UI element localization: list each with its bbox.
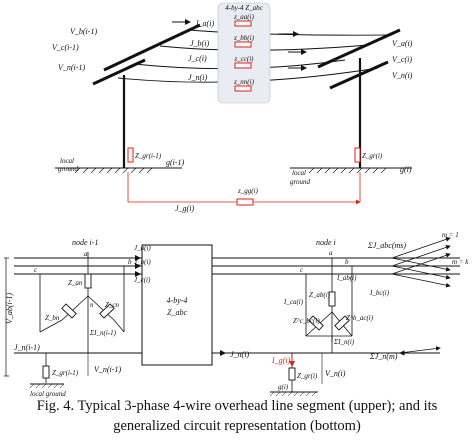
upper-overhead-line: 4-by-4 Z_abc z_aa(i) z_bb(i) z_cc(i) z_n…	[52, 2, 413, 213]
ground-resistor-right-lower	[288, 367, 296, 381]
matrix-title: 4-by-4 Z_abc	[225, 4, 263, 12]
current-jn-label: J_n(i)	[188, 73, 207, 82]
caption-line-2: generalized circuit representation (bott…	[113, 418, 361, 434]
g-left-label: g(i-1)	[166, 158, 185, 167]
jn-label: J_n(i)	[230, 350, 249, 359]
impedance-matrix-box	[217, 2, 271, 104]
phase-b-left: b	[128, 258, 132, 266]
ig-label: I_g(i)	[271, 356, 291, 365]
z-gg-label: z_gg(i)	[237, 187, 259, 195]
z-bn-label: Z_bn	[45, 314, 60, 322]
ground-right-label-2: ground	[290, 178, 310, 186]
left-wye-load	[39, 258, 125, 353]
vn-left-label: V_n(i-1)	[94, 365, 121, 374]
ibc-label: I_bc(i)	[369, 289, 390, 297]
voltage-va-right-label: V_a(i)	[392, 39, 413, 48]
phase-a-right: a	[329, 249, 333, 257]
ica-label: I_ca(i)	[283, 298, 304, 306]
local-ground-label: local ground	[30, 390, 66, 398]
jb-label: J_b(i)	[134, 258, 151, 266]
z-ab-label: Z_ab(i)	[309, 291, 331, 299]
voltage-vab-left-label: V_ab(i-1)	[5, 293, 14, 324]
z-cn-label: Z_cn	[105, 301, 120, 309]
node-left-label: node i-1	[72, 238, 98, 247]
z-bb-label: z_bb(i)	[233, 34, 255, 42]
g-right-label: g(i)	[400, 165, 412, 174]
ground-resistor-right	[354, 147, 361, 163]
mk-label: m = k	[452, 258, 469, 266]
box-sub: Z_abc	[167, 308, 187, 317]
jc-label: J_c(i)	[134, 276, 151, 284]
ground-resistor-left	[127, 147, 134, 163]
sum-j-abc-label: ΣJ_abc(ms)	[367, 241, 406, 250]
current-jb-label: J_b(i)	[190, 39, 209, 48]
phase-b-right: b	[345, 258, 349, 266]
ground-right-label-1: local	[292, 169, 306, 177]
z-bc-label: Z^c_bc(i)	[293, 317, 320, 325]
voltage-vn-left-label: V_n(i-1)	[58, 63, 85, 72]
svg-text:n: n	[90, 301, 94, 309]
box-title: 4-by-4	[167, 296, 188, 305]
ground-impedance-resistor	[236, 198, 254, 206]
z-gr-left-lower-label: Z_gr(i-1)	[52, 369, 79, 377]
z-gr-left-label: Z_gr(i-1)	[135, 152, 162, 160]
phase-a-left: a	[84, 250, 88, 258]
right-crossarm-upper	[317, 28, 401, 69]
left-crossarm-upper	[103, 23, 201, 72]
ground-left-label-2: ground	[58, 165, 78, 173]
ground-resistor-left-lower	[42, 365, 50, 379]
right-crossarm-lower	[329, 60, 389, 90]
z-nn-label: z_nn(i)	[233, 78, 255, 86]
voltage-vn-right-label: V_n(i)	[392, 71, 413, 80]
z-gr-right-lower-label: Z_gr(i)	[297, 372, 318, 380]
sum-in-right-label: ΣI_n(i)	[333, 338, 355, 346]
ja-label: J_a(i)	[134, 244, 151, 252]
caption-line-1: Fig. 4. Typical 3-phase 4-wire overhead …	[36, 398, 438, 414]
z-an-label: Z_an	[68, 279, 83, 287]
node-right-label: node i	[316, 238, 336, 247]
voltage-vc-left-label: V_c(i-1)	[52, 43, 79, 52]
figure-caption: Fig. 4. Typical 3-phase 4-wire overhead …	[0, 396, 474, 436]
z-gr-right-label: Z_gr(i)	[362, 152, 383, 160]
phase-c-left: c	[34, 266, 38, 274]
iab-label: I_ab(i)	[336, 274, 357, 282]
sum-in-left-label: ΣI_n(i-1)	[89, 329, 117, 337]
z-cc-label: z_cc(i)	[233, 55, 254, 63]
sum-jn-label: ΣJ_n(m)	[369, 352, 398, 361]
phase-c-right: c	[300, 266, 304, 274]
voltage-vb-left-label: V_b(i-1)	[70, 27, 97, 36]
vn-right-label: V_n(i)	[325, 369, 346, 378]
z-aa-label: z_aa(i)	[233, 13, 255, 21]
current-jg-label: J_g(i)	[175, 204, 194, 213]
series-impedances	[234, 20, 252, 92]
lower-circuit: 4-by-4 Z_abc node i-1 node i a b c a b c…	[4, 231, 469, 398]
ground-left-label-1: local	[60, 157, 74, 165]
feeder-branches	[391, 237, 451, 354]
m1-label: m = 1	[442, 231, 459, 239]
center-impedance-box	[141, 244, 213, 366]
g-right-lower-label: g(i)	[278, 383, 289, 391]
right-delta-load	[305, 258, 353, 353]
current-ja-label: J_a(i)	[195, 19, 214, 28]
voltage-vc-right-label: V_c(i)	[392, 55, 412, 64]
current-jc-label: J_c(i)	[188, 54, 207, 63]
jn-left-label: J_n(i-1)	[14, 343, 40, 352]
z-ac-label: Z^b_ac(i)	[346, 314, 374, 322]
